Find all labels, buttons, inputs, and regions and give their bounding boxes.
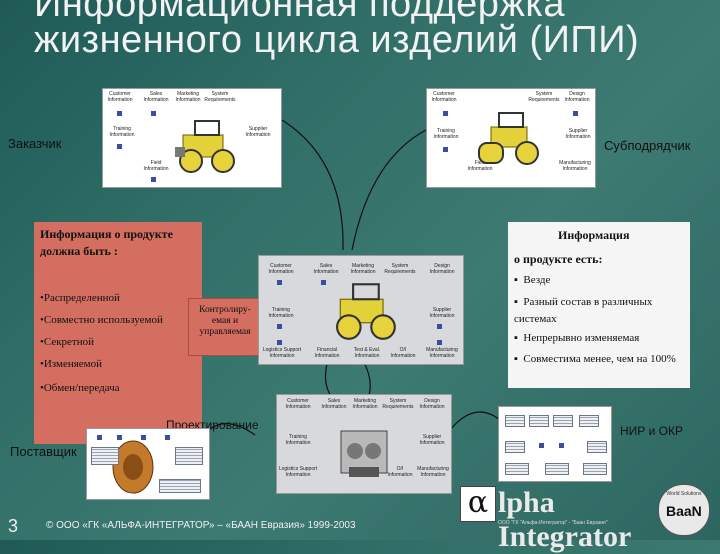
- list-item: •Распределенной: [40, 292, 120, 304]
- baan-logo: World Solutions BaaN: [658, 484, 710, 536]
- node-supplier-info: Supplier Information: [415, 435, 449, 446]
- node-logistics-info: Logistics Support Information: [277, 467, 319, 478]
- node-training-info: Training Information: [281, 435, 315, 446]
- node-system-req: System Requirements: [381, 399, 415, 410]
- alpha-letter: α: [460, 486, 496, 522]
- node-system-req: System Requirements: [381, 264, 419, 275]
- baan-text: BaaN: [666, 503, 702, 519]
- tractor-image: [329, 280, 405, 342]
- list-item: •Секретной: [40, 336, 94, 348]
- engine-image: [335, 421, 393, 483]
- list-item: ▪ Разный состав в различных системах: [514, 294, 684, 328]
- node-sales-info: Sales Information: [319, 399, 349, 410]
- node-oa-info: O/I Information: [387, 348, 419, 359]
- node-manufacturing-info: Manufacturing Information: [415, 467, 451, 478]
- logo-subtext: ООО "ГК "Альфа-Интегратор" - "Баан Евраз…: [498, 520, 608, 526]
- panel-design: Customer Information Sales Information M…: [276, 394, 452, 494]
- baan-ring-text: World Solutions: [663, 491, 705, 497]
- list-item: ▪ Везде: [514, 274, 550, 286]
- info-current-state-box: Информация о продукте есть: ▪ Везде ▪ Ра…: [508, 222, 690, 388]
- node-customer-info: Customer Information: [281, 399, 315, 410]
- node-customer-info: Customer Information: [263, 264, 299, 275]
- node-financial-info: Financial Information: [309, 348, 345, 359]
- node-manufacturing-info: Manufacturing Information: [421, 348, 463, 359]
- node-test-info: Test & Eval. Information: [347, 348, 387, 359]
- node-design-info: Design Information: [415, 399, 449, 410]
- list-item: •Изменяемой: [40, 358, 102, 370]
- label-rnd: НИР и ОКР: [620, 424, 683, 438]
- panel-rnd: [498, 406, 612, 482]
- copyright-text: © ООО «ГК «АЛЬФА-ИНТЕГРАТОР» – «БААН Евр…: [46, 520, 356, 531]
- node-supplier-info: Supplier Information: [423, 308, 461, 319]
- info-requirements-box: Информация о продукте должна быть : •Рас…: [34, 222, 202, 444]
- node-training-info: Training Information: [263, 308, 299, 319]
- node-sales-info: Sales Information: [309, 264, 343, 275]
- list-item: •Обмен/передача: [40, 382, 120, 394]
- list-item: •Совместно используемой: [40, 314, 163, 326]
- node-marketing-info: Marketing Information: [345, 264, 381, 275]
- node-marketing-info: Marketing Information: [349, 399, 381, 410]
- info-current-heading-1: Информация: [558, 228, 629, 243]
- node-logistics-info: Logistics Support Information: [259, 348, 305, 359]
- node-design-info: Design Information: [423, 264, 461, 275]
- list-item: ▪ Непрерывно изменяемая: [514, 332, 639, 344]
- info-current-heading-2: о продукте есть:: [514, 252, 602, 267]
- panel-supplier: [86, 428, 210, 500]
- panel-center: Customer Information Sales Information M…: [258, 255, 464, 365]
- control-box: Контролиру-емая и управляемая: [188, 298, 262, 356]
- list-item: ▪ Совместима менее, чем на 100%: [514, 352, 686, 367]
- control-box-text: Контролиру-емая и управляемая: [193, 305, 257, 338]
- page-number: 3: [8, 516, 18, 537]
- info-requirements-heading: Информация о продукте должна быть :: [40, 226, 190, 260]
- alpha-integrator-logo: α lpha Integrator ООО "ГК "Альфа-Интегра…: [456, 486, 656, 526]
- label-supplier: Поставщик: [10, 444, 77, 459]
